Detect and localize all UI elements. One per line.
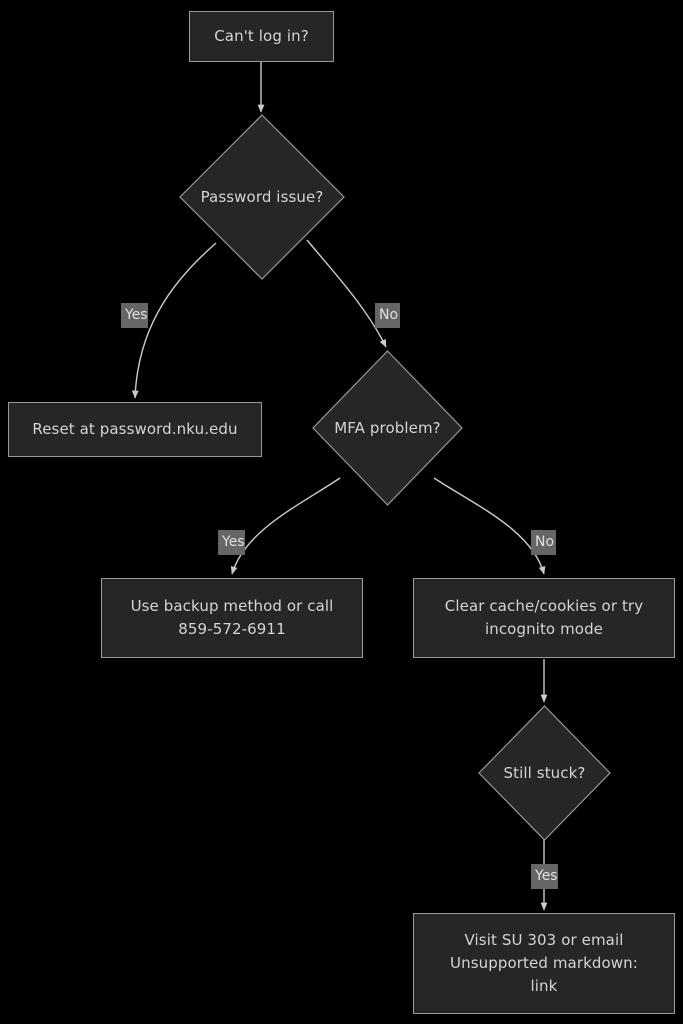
diamond-shape	[179, 114, 345, 280]
diamond-shape	[312, 350, 463, 506]
edge-label-stuck-yes: Yes	[531, 864, 558, 889]
node-backup-method-label: Use backup method or call 859-572-6911	[130, 596, 334, 638]
edge-label-password-no: No	[375, 303, 400, 328]
edge-label-mfa-no: No	[531, 530, 556, 555]
node-clear-cache[interactable]: Clear cache/cookies or try incognito mod…	[413, 578, 675, 658]
node-start[interactable]: Can't log in?	[189, 11, 334, 62]
node-still-stuck-label: Still stuck?	[503, 763, 586, 782]
node-clear-cache-label: Clear cache/cookies or try incognito mod…	[444, 596, 644, 638]
node-password-issue[interactable]: Password issue?	[179, 114, 345, 280]
node-visit-su303-label: Visit SU 303 or email Unsupported markdo…	[450, 930, 638, 996]
edge-label-mfa-yes: Yes	[218, 530, 245, 555]
node-mfa-problem-label: MFA problem?	[334, 418, 441, 437]
node-mfa-problem[interactable]: MFA problem?	[312, 350, 463, 506]
node-start-label: Can't log in?	[214, 26, 309, 45]
node-reset-password-label: Reset at password.nku.edu	[32, 419, 238, 438]
edge-label-password-yes: Yes	[121, 303, 148, 328]
node-password-issue-label: Password issue?	[200, 187, 324, 206]
node-backup-method[interactable]: Use backup method or call 859-572-6911	[101, 578, 363, 658]
node-still-stuck[interactable]: Still stuck?	[478, 705, 611, 841]
diamond-shape	[478, 705, 611, 841]
node-visit-su303[interactable]: Visit SU 303 or email Unsupported markdo…	[413, 913, 675, 1014]
node-reset-password[interactable]: Reset at password.nku.edu	[8, 402, 262, 457]
